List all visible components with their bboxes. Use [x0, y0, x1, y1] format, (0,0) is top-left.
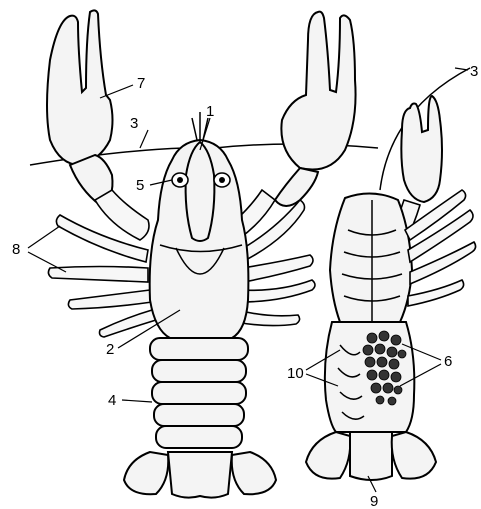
label-3-left: 3 — [130, 115, 138, 132]
left-claw — [47, 10, 113, 205]
label-10: 10 — [287, 365, 304, 382]
label-8: 8 — [12, 241, 20, 258]
label-6: 6 — [444, 353, 452, 370]
abdomen — [150, 338, 248, 448]
label-2: 2 — [106, 341, 114, 358]
left-arm — [95, 190, 149, 240]
label-5: 5 — [136, 177, 144, 194]
left-antenna — [30, 148, 185, 165]
label-7: 7 — [137, 75, 145, 92]
label-3-right: 3 — [470, 63, 478, 80]
rostrum — [186, 142, 215, 241]
label-1: 1 — [206, 103, 214, 120]
label-9: 9 — [370, 493, 378, 509]
antennule-left — [192, 118, 197, 140]
tail-fan — [124, 452, 276, 498]
right-claw — [275, 12, 356, 206]
label-4: 4 — [108, 392, 116, 409]
dorsal-view-crayfish — [30, 10, 378, 497]
ventral-tail-fan — [306, 432, 436, 480]
